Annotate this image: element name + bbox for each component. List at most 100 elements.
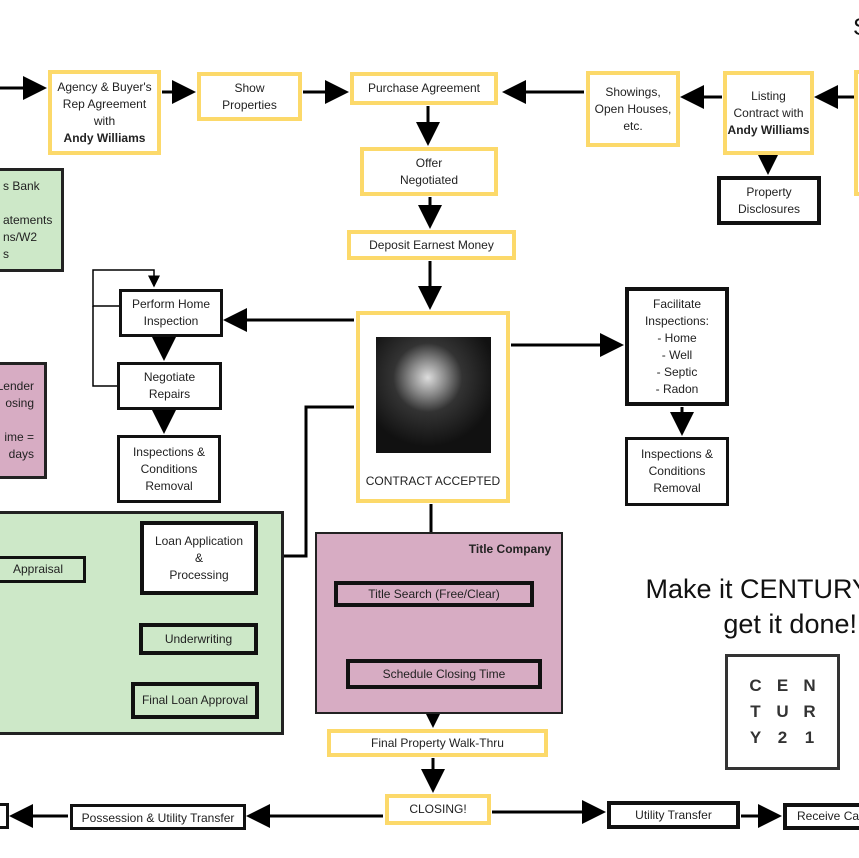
label: Inspections & bbox=[640, 447, 714, 461]
label: Underwriting bbox=[164, 631, 233, 646]
bank-statements-box: s Bank atements ns/W2 s bbox=[0, 168, 64, 272]
label: Loan Application bbox=[154, 533, 244, 548]
slogan: Make it CENTURY get it done! bbox=[600, 572, 859, 642]
loan-application-box: Loan Application & Processing bbox=[140, 521, 258, 595]
final-loan-approval-box: Final Loan Approval bbox=[131, 682, 259, 719]
label: Inspection bbox=[143, 314, 199, 328]
logo-letter: R bbox=[803, 702, 816, 721]
label: Removal bbox=[653, 481, 701, 495]
label: - Well bbox=[661, 347, 693, 362]
label: Facilitate bbox=[652, 296, 702, 311]
logo-letter: Y bbox=[749, 728, 762, 747]
logo-letter: 1 bbox=[804, 728, 815, 747]
corner-text: S bbox=[853, 14, 859, 42]
logo-letter: U bbox=[776, 702, 789, 721]
label: Possession & Utility Transfer bbox=[81, 811, 235, 825]
label: days bbox=[8, 447, 34, 461]
label: Purchase Agreement bbox=[367, 81, 481, 95]
label: Show bbox=[234, 80, 265, 95]
title-search-box: Title Search (Free/Clear) bbox=[334, 581, 534, 607]
logo-letter: T bbox=[750, 702, 761, 721]
label: Contract with bbox=[733, 105, 804, 120]
label: Conditions bbox=[140, 461, 198, 476]
label: Offer bbox=[415, 155, 443, 170]
agent-name: Andy Williams bbox=[727, 122, 810, 137]
title-company-label: Title Company bbox=[468, 541, 552, 556]
label: - Septic bbox=[656, 364, 698, 379]
label: ns/W2 bbox=[3, 229, 38, 244]
label: Agency & Buyer's bbox=[57, 79, 152, 94]
utility-transfer-box: Utility Transfer bbox=[607, 801, 740, 829]
label: Utility Transfer bbox=[635, 807, 712, 822]
label: Schedule Closing Time bbox=[382, 666, 506, 681]
label: Deposit Earnest Money bbox=[369, 237, 494, 252]
schedule-closing-box: Schedule Closing Time bbox=[346, 659, 542, 689]
label: Conditions bbox=[648, 464, 706, 478]
label: Property bbox=[746, 184, 792, 199]
label: Perform Home bbox=[131, 297, 211, 311]
label: Repairs bbox=[148, 387, 191, 401]
logo-letter: N bbox=[803, 676, 816, 695]
label: CONTRACT ACCEPTED bbox=[365, 474, 501, 488]
label: atements bbox=[3, 212, 53, 227]
final-walkthru-box: Final Property Walk-Thru bbox=[327, 729, 548, 757]
label: Removal bbox=[145, 478, 193, 493]
label: Lender bbox=[0, 379, 34, 393]
label: & bbox=[194, 550, 203, 565]
logo-letter: 2 bbox=[777, 728, 788, 747]
appraisal-box: Appraisal bbox=[0, 556, 86, 583]
label: ime = bbox=[4, 430, 34, 444]
label: Final Loan Approval bbox=[141, 693, 249, 707]
label: Processing bbox=[169, 567, 229, 582]
offscreen-left-box bbox=[0, 803, 9, 829]
label: Receive Cas bbox=[797, 809, 859, 823]
purchase-agreement-box: Purchase Agreement bbox=[350, 72, 498, 105]
label: Inspections & bbox=[132, 444, 206, 459]
label: - Home bbox=[657, 330, 697, 345]
underwriting-box: Underwriting bbox=[139, 623, 258, 655]
label: Properties bbox=[222, 97, 277, 112]
slogan-line: get it done! bbox=[723, 609, 857, 639]
label: Rep Agreement bbox=[62, 96, 147, 111]
logo-letter: E bbox=[776, 676, 789, 695]
label: etc. bbox=[623, 118, 643, 133]
label: Final Property Walk-Thru bbox=[371, 735, 504, 750]
label: - Radon bbox=[655, 381, 699, 396]
label: s bbox=[3, 246, 9, 261]
agent-photo bbox=[375, 337, 491, 453]
contract-accepted-box: CONTRACT ACCEPTED bbox=[356, 311, 510, 503]
label: Disclosures bbox=[737, 201, 800, 216]
label: s Bank bbox=[3, 178, 40, 193]
agent-name: Andy Williams bbox=[63, 130, 146, 145]
receive-cash-box: Receive Cas bbox=[783, 803, 859, 830]
label: Open Houses, bbox=[594, 101, 672, 116]
possession-transfer-box: Possession & Utility Transfer bbox=[70, 804, 246, 830]
label: Showings, bbox=[605, 84, 661, 99]
label: Negotiated bbox=[399, 172, 459, 187]
slogan-line: Make it CENTURY bbox=[645, 574, 859, 604]
label: CLOSING! bbox=[409, 802, 467, 816]
offscreen-box bbox=[854, 70, 859, 196]
label: Listing bbox=[751, 88, 786, 103]
label: Appraisal bbox=[12, 562, 64, 576]
label: with bbox=[93, 113, 116, 128]
label: Negotiate bbox=[143, 370, 196, 384]
showings-box: Showings, Open Houses, etc. bbox=[586, 71, 680, 147]
deposit-earnest-money-box: Deposit Earnest Money bbox=[347, 230, 516, 260]
logo-letter: C bbox=[749, 676, 762, 695]
closing-box: CLOSING! bbox=[385, 794, 491, 825]
label: Title Search (Free/Clear) bbox=[368, 586, 500, 601]
